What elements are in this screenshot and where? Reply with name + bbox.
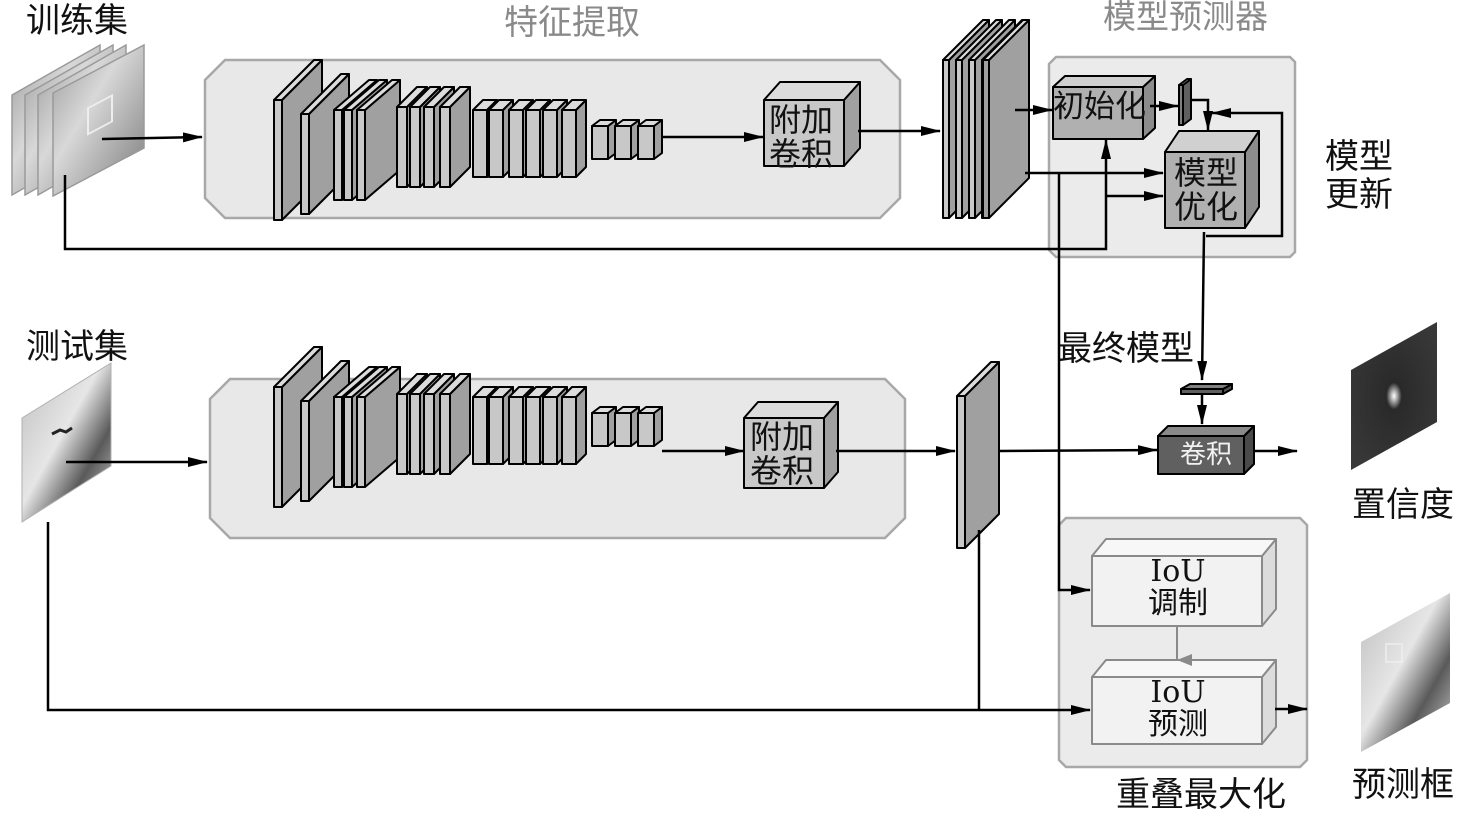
- initial-filter: [1178, 78, 1192, 126]
- test-set-image: [21, 362, 112, 523]
- model-optimize-label: 模型 优化: [1166, 156, 1246, 224]
- extra-conv-block-bottom: [743, 401, 839, 489]
- arrow-train-bypass: [63, 139, 1111, 251]
- extra-conv-top-line-2: 卷积: [768, 135, 833, 173]
- feature-extraction-title: 特征提取: [504, 3, 640, 43]
- conv-layer-small: [614, 119, 640, 160]
- prediction-box-label: 预测框: [1352, 765, 1454, 805]
- conv-layer-small: [591, 119, 617, 160]
- iou-modulation-block: [1091, 538, 1277, 627]
- feature-map-slab: [982, 19, 1030, 219]
- conv-layer-small: [637, 119, 663, 160]
- conv-layer: [439, 373, 471, 475]
- model-predictor-title: 模型预测器: [1103, 0, 1268, 36]
- final-model-label: 最终模型: [1058, 329, 1194, 369]
- extra-conv-bottom-line-2: 卷积: [749, 452, 814, 490]
- extra-conv-bottom-label: 附加 卷积: [745, 420, 819, 488]
- overlap-maximization-label: 重叠最大化: [1116, 775, 1286, 815]
- extra-conv-top-label: 附加 卷积: [764, 103, 838, 171]
- cnn-layers-top: [273, 59, 663, 221]
- arrow-test-bypass: [46, 522, 1091, 715]
- extra-conv-bottom-line-1: 附加: [749, 418, 814, 456]
- iou-modulation-label: IoU 调制: [1128, 556, 1228, 620]
- confidence-map-image: [1351, 322, 1437, 470]
- conv-layer-small: [637, 406, 663, 447]
- conv-layer: [439, 86, 471, 188]
- cnn-layers-bottom: [273, 346, 663, 508]
- iou-modulation-line-2: 调制: [1148, 586, 1208, 621]
- iou-prediction-line-1: IoU: [1150, 675, 1206, 710]
- arrow-final-model: [1197, 231, 1208, 381]
- conv-layer: [356, 79, 401, 201]
- conv-layer-small: [614, 406, 640, 447]
- conv-layer: [561, 386, 587, 465]
- training-set-images: [11, 43, 145, 198]
- feature-map-test: [956, 361, 1000, 549]
- extra-conv-block-top: [763, 81, 861, 167]
- iou-prediction-line-2: 预测: [1148, 707, 1208, 742]
- arrow-filter-to-optimize: [1191, 98, 1213, 131]
- blocks: [743, 19, 1277, 745]
- model-update-label-2: 更新: [1325, 175, 1393, 215]
- initialize-label: 初始化: [1053, 89, 1146, 125]
- arrow-features-to-iou: [1057, 173, 1091, 595]
- connectors: [46, 98, 1308, 715]
- arrow-features-to-conv: [998, 445, 1158, 456]
- test-set-label: 测试集: [26, 327, 128, 367]
- arrow-update-loop: [1206, 108, 1284, 238]
- extra-conv-top-line-1: 附加: [768, 101, 833, 139]
- iou-prediction-label: IoU 预测: [1128, 677, 1228, 741]
- prediction-box-image: [1361, 593, 1450, 752]
- model-optimize-line-1: 模型: [1173, 154, 1238, 192]
- model-optimize-block: [1164, 130, 1260, 229]
- final-filter: [1180, 383, 1233, 395]
- confidence-label: 置信度: [1352, 485, 1454, 525]
- conv-layer-small: [591, 406, 617, 447]
- model-update-label-1: 模型: [1325, 137, 1393, 177]
- convolution-block: [1157, 425, 1255, 475]
- model-optimize-line-2: 优化: [1173, 188, 1238, 226]
- conv-layer: [356, 366, 401, 488]
- iou-modulation-line-1: IoU: [1150, 554, 1206, 589]
- iou-prediction-block: [1091, 659, 1277, 745]
- training-set-label: 训练集: [26, 1, 128, 41]
- arrow-train-to-fe: [101, 132, 203, 143]
- initialize-block: [1052, 75, 1156, 140]
- convolution-label: 卷积: [1180, 440, 1233, 470]
- conv-layer: [561, 99, 587, 178]
